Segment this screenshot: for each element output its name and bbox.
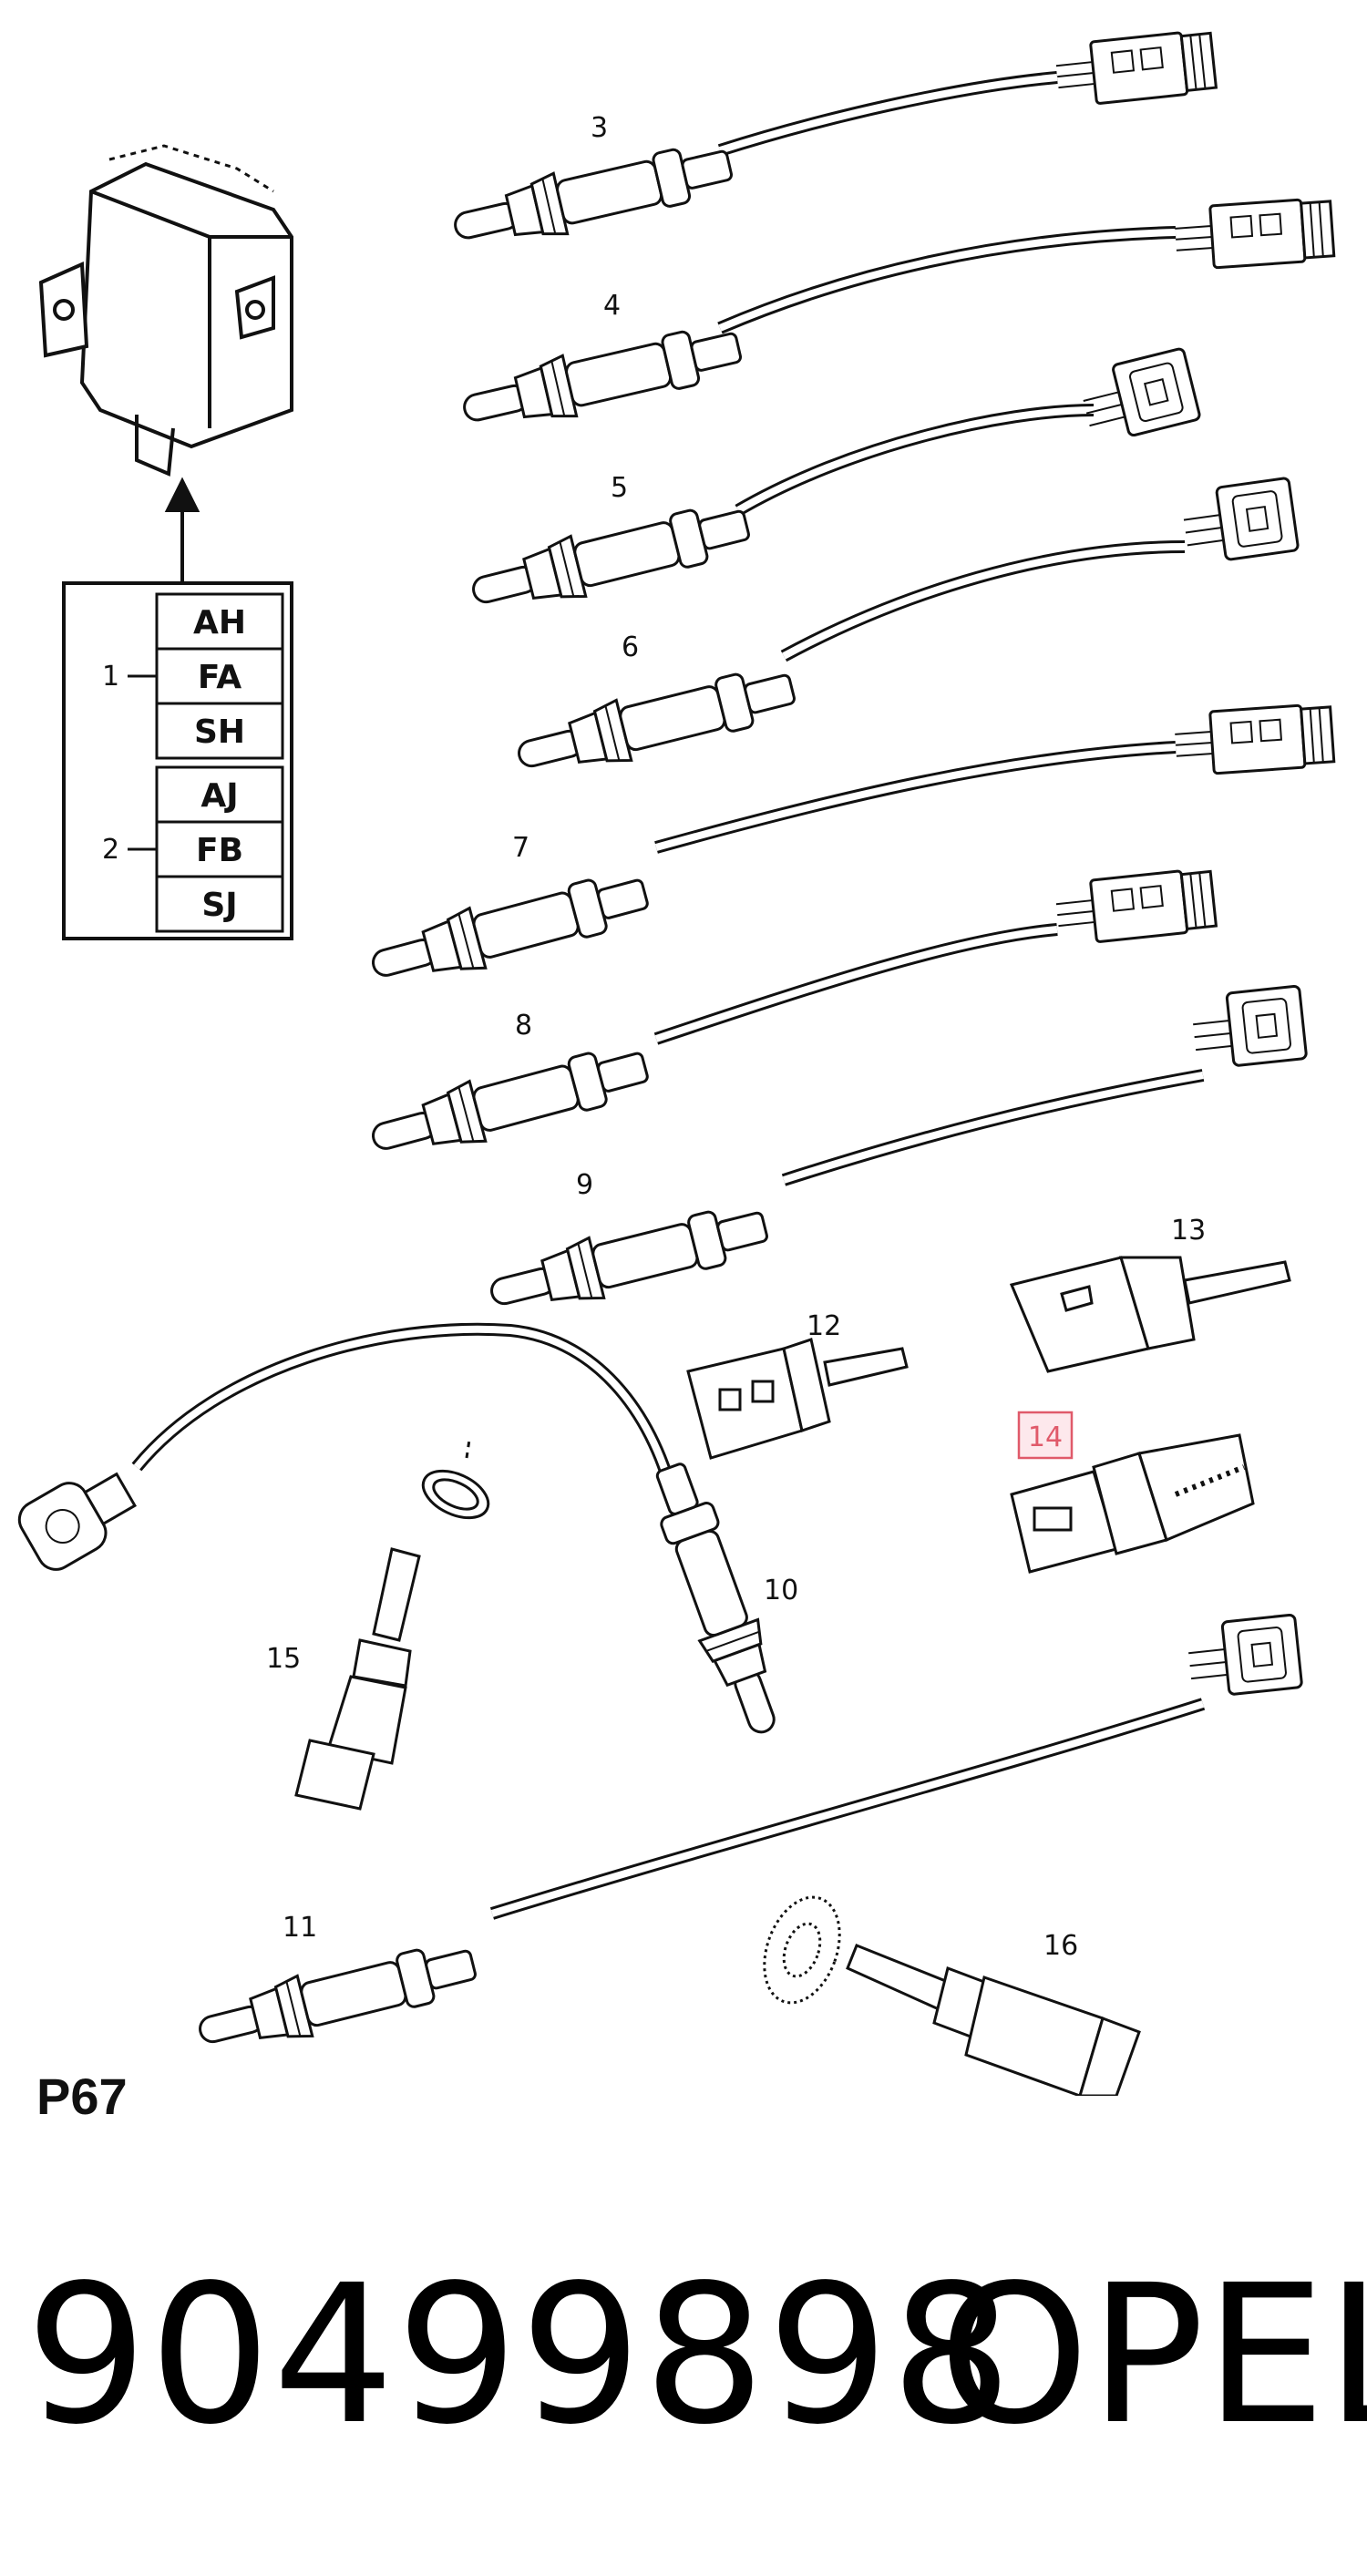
sensor-13: 13 (1009, 1215, 1291, 1373)
sensor-8: 8 (364, 866, 1218, 1171)
callout-12: 12 (807, 1310, 841, 1342)
callout-14: 14 (1028, 1421, 1063, 1453)
sensor-16: 16 (763, 1895, 1141, 2096)
part-number: 90499898 (26, 2243, 1014, 2467)
callout-16: 16 (1043, 1930, 1078, 1962)
parts-diagram: 1 2 AH FA SH AJ FB SJ 3 4 5 6 (17, 27, 1336, 2096)
callout-3: 3 (591, 112, 608, 144)
brand-name: OPEL (939, 2243, 1367, 2467)
sensor-10: 10 (17, 1322, 798, 1744)
sensor-9: 9 (483, 984, 1309, 1326)
sensor-3: 3 (447, 27, 1218, 260)
callout-14-highlight: 14 (1017, 1411, 1074, 1460)
code-ah: AH (193, 604, 246, 641)
callout-9: 9 (576, 1169, 593, 1201)
callout-7: 7 (512, 832, 529, 864)
group-label-1: 1 (102, 661, 119, 693)
sensor-15: 15 (266, 1439, 490, 1811)
callout-6: 6 (622, 631, 639, 663)
callout-4: 4 (603, 290, 621, 322)
code-aj: AJ (200, 777, 238, 815)
callout-5: 5 (611, 472, 628, 504)
code-sh: SH (194, 713, 245, 751)
callout-15: 15 (266, 1643, 301, 1675)
group-label-2: 2 (102, 834, 119, 866)
diagram-id-label: P67 (36, 2068, 128, 2125)
sensor-14 (1010, 1433, 1255, 1574)
callout-8: 8 (515, 1010, 532, 1042)
sensor-11: 11 (191, 1613, 1304, 2064)
footer: 90499898 OPEL (0, 2260, 1367, 2533)
callout-13: 13 (1171, 1215, 1206, 1247)
code-sj: SJ (201, 887, 237, 924)
sensor-7: 7 (364, 702, 1336, 998)
callout-11: 11 (283, 1912, 317, 1944)
control-module (38, 144, 293, 477)
sensor-4: 4 (456, 196, 1336, 442)
sensor-6: 6 (510, 476, 1300, 788)
sensor-12: 12 (686, 1310, 909, 1460)
code-fa: FA (198, 659, 242, 696)
callout-10: 10 (764, 1575, 798, 1606)
sensor-5: 5 (465, 346, 1202, 624)
variant-table: 1 2 AH FA SH AJ FB SJ (62, 581, 293, 940)
code-fb: FB (196, 832, 243, 869)
pointer-arrow (164, 477, 200, 583)
